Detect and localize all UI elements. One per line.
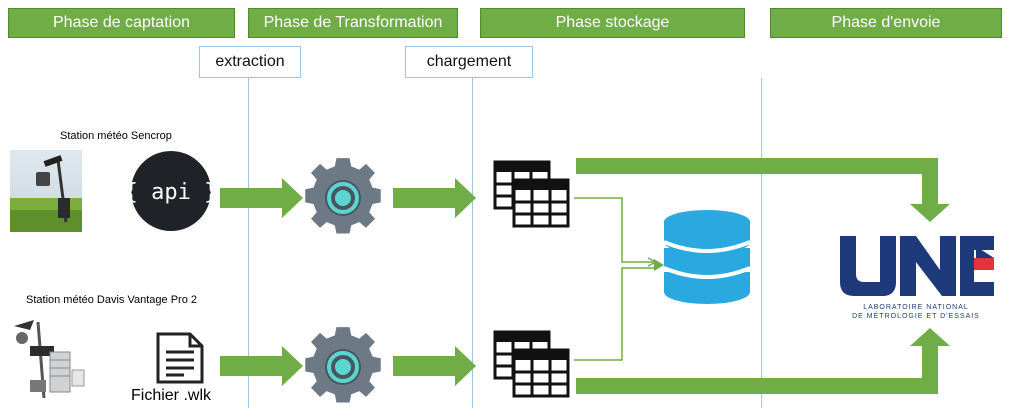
connector-tables-to-database [574, 197, 657, 361]
phase-captation-label: Phase de captation [53, 14, 190, 31]
step-chargement: chargement [405, 46, 533, 78]
arrow-transform-to-tables-top [393, 178, 476, 218]
phase-stockage: Phase stockage [480, 8, 745, 38]
arrow-transform-to-tables-bottom [393, 346, 476, 386]
phase-envoie: Phase d'envoie [770, 8, 1002, 38]
divider-chargement [472, 78, 473, 408]
arrow-bottom-to-lne [576, 328, 950, 394]
api-icon: { api } [125, 151, 218, 231]
step-extraction-label: extraction [215, 53, 285, 70]
phase-envoie-label: Phase d'envoie [831, 14, 941, 31]
davis-station-photo [10, 318, 85, 399]
divider-envoie [761, 78, 762, 408]
phase-transformation-label: Phase de Transformation [263, 14, 443, 31]
document-icon [156, 332, 204, 384]
lne-logo-line1: LABORATOIRE NATIONAL [863, 304, 969, 311]
station-davis-label: Station météo Davis Vantage Pro 2 [26, 294, 198, 306]
arrow-file-to-transform [220, 346, 303, 386]
gear-icon-bottom [305, 327, 381, 403]
gear-icon-top [305, 158, 381, 234]
api-icon-text: { api } [125, 180, 218, 205]
step-chargement-label: chargement [426, 53, 512, 70]
phase-stockage-label: Phase stockage [555, 14, 670, 31]
divider-extraction [248, 78, 249, 408]
station-sencrop-label: Station météo Sencrop [60, 130, 172, 142]
arrow-api-to-transform [220, 178, 303, 218]
sencrop-station-photo [10, 150, 82, 232]
lne-logo-line2: DE MÉTROLOGIE ET D'ESSAIS [852, 311, 980, 320]
lne-logo: LABORATOIRE NATIONAL DE MÉTROLOGIE ET D'… [840, 236, 994, 320]
file-label: Fichier .wlk [131, 387, 212, 404]
step-extraction: extraction [199, 46, 301, 78]
arrow-top-to-lne [576, 158, 950, 222]
table-icon-top [493, 160, 570, 228]
database-icon [663, 210, 751, 304]
table-icon-bottom [493, 330, 570, 398]
phase-transformation: Phase de Transformation [248, 8, 458, 38]
connector-arrowhead [654, 259, 664, 271]
phase-captation: Phase de captation [8, 8, 235, 38]
